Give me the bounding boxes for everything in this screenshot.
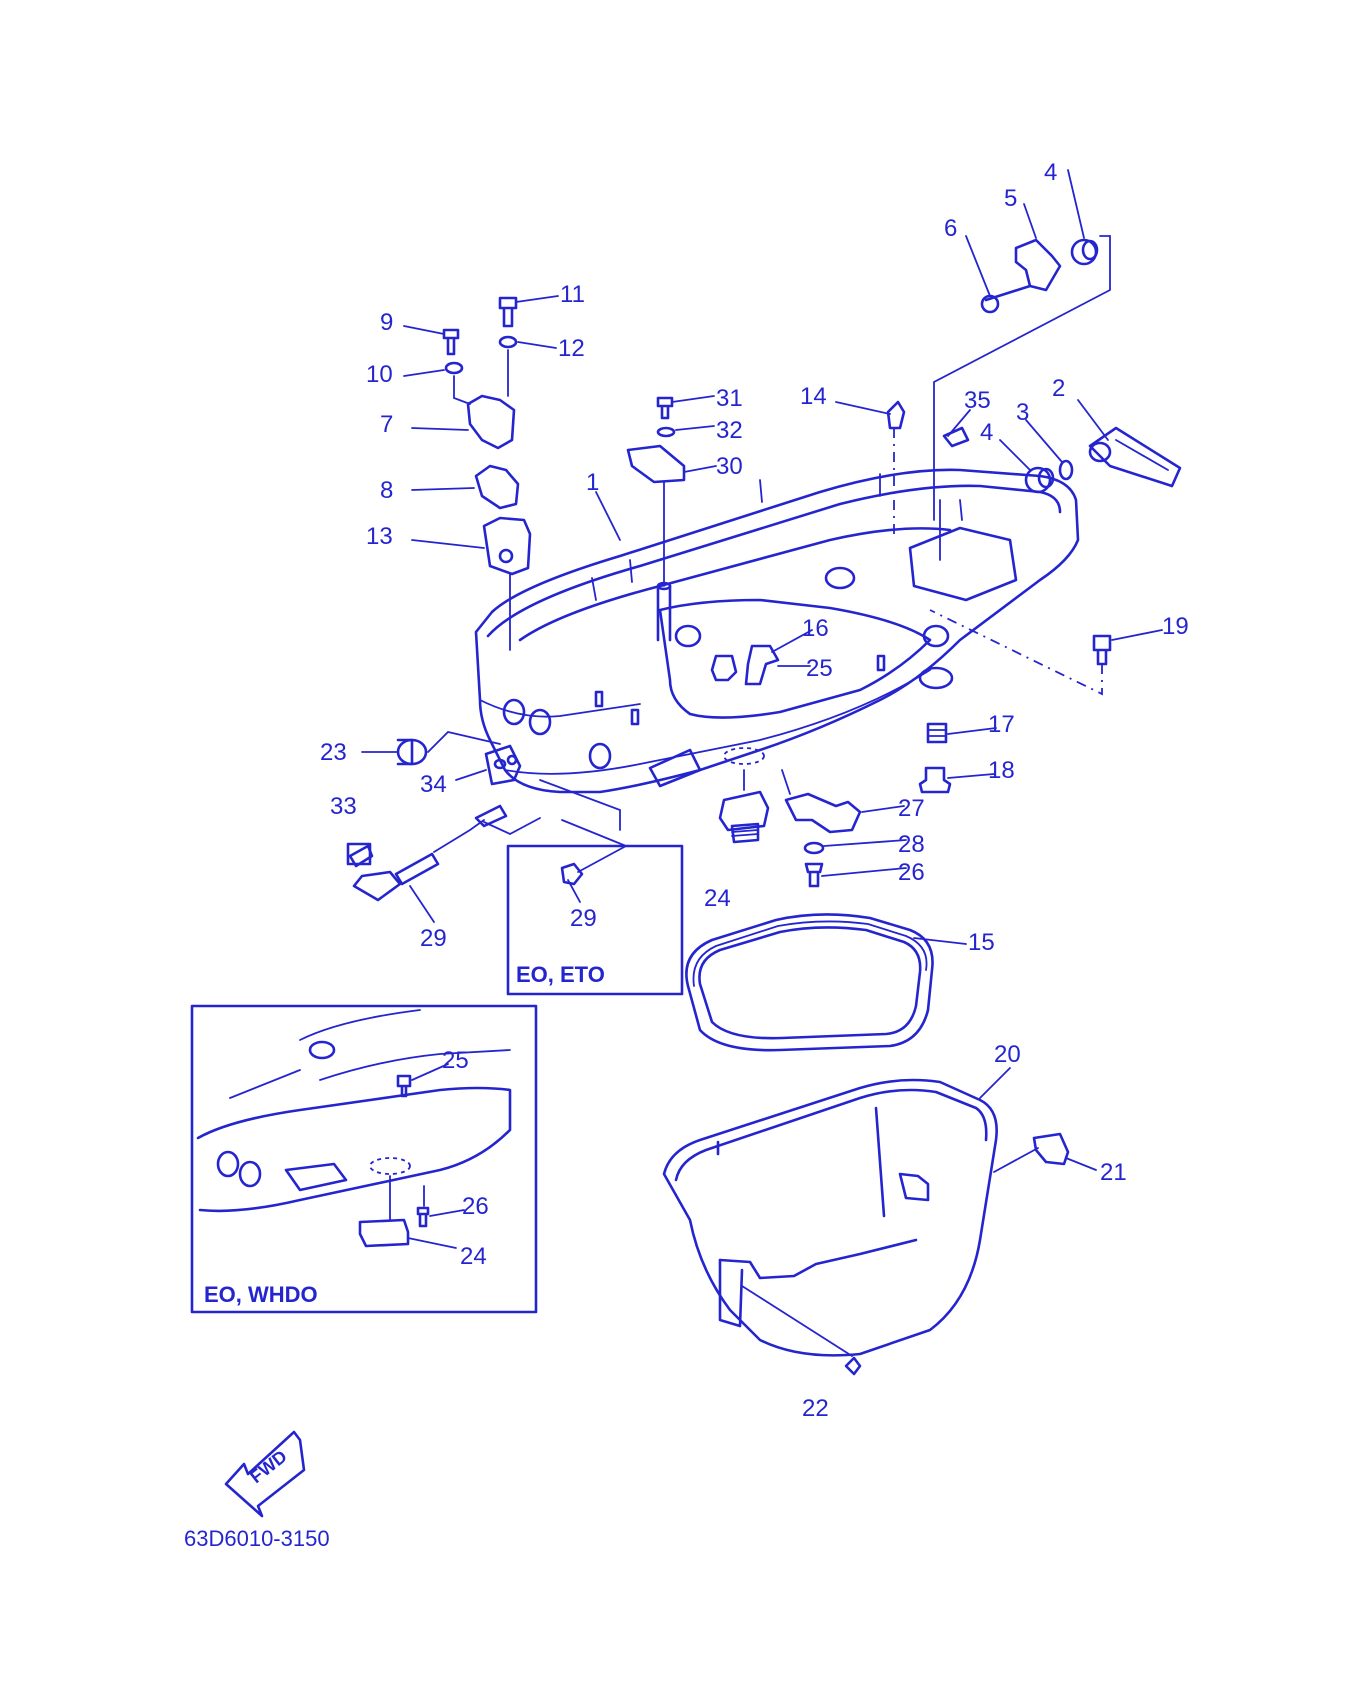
callout-2: 2	[1052, 375, 1065, 402]
callout-22: 22	[802, 1395, 829, 1422]
fasteners-16-25	[710, 644, 780, 686]
washer-3	[1058, 459, 1074, 481]
callout-14: 14	[800, 383, 827, 410]
callout-24-inset: 24	[460, 1243, 487, 1270]
lower-cover-20	[662, 1078, 998, 1357]
right-fasteners	[918, 609, 1112, 794]
callout-5: 5	[1004, 185, 1017, 212]
left-bracket-assembly	[442, 296, 532, 651]
label-sticker-33	[346, 842, 372, 866]
callout-8: 8	[380, 477, 393, 504]
callout-29-inset: 29	[570, 905, 597, 932]
callout-26-inset: 26	[462, 1193, 489, 1220]
callout-31: 31	[716, 385, 743, 412]
callout-10: 10	[366, 361, 393, 388]
callout-6: 6	[944, 215, 957, 242]
callout-16: 16	[802, 615, 829, 642]
callout-34: 34	[420, 771, 447, 798]
rubber-seal-15	[685, 913, 934, 1052]
callout-35: 35	[964, 387, 991, 414]
callout-29-main: 29	[420, 925, 447, 952]
callout-3: 3	[1016, 399, 1029, 426]
callout-27: 27	[898, 795, 925, 822]
callout-28: 28	[898, 831, 925, 858]
inset-label-eo-whdo: EO, WHDO	[204, 1282, 318, 1307]
callout-15: 15	[968, 929, 995, 956]
callout-4-upper: 4	[1044, 159, 1057, 186]
handle-part	[1088, 426, 1182, 488]
callout-25-main: 25	[806, 655, 833, 682]
bracket-assembly-4-5-6	[933, 235, 1111, 521]
callout-7: 7	[380, 411, 393, 438]
callout-18: 18	[988, 757, 1015, 784]
callout-24-center: 24	[704, 885, 731, 912]
callout-25-inset: 25	[442, 1047, 469, 1074]
callout-30: 30	[716, 453, 743, 480]
callout-20: 20	[994, 1041, 1021, 1068]
inset-box-eo-eto	[506, 819, 684, 996]
grommet-4-lower	[1024, 466, 1055, 494]
clip-21	[993, 1132, 1070, 1173]
bottom-cowling	[474, 468, 1080, 794]
callout-17: 17	[988, 711, 1015, 738]
cable-assembly-29	[348, 779, 621, 902]
fwd-label: FWD	[246, 1446, 291, 1487]
part-code: 63D6010-3150	[184, 1526, 330, 1551]
callout-33: 33	[330, 793, 357, 820]
center-bottom-parts	[718, 769, 862, 888]
screw-22	[844, 1356, 862, 1376]
callout-labels: 1 2 3 4 4 5 6 7 8 9 10 11 12 13 14 15 16…	[320, 159, 1189, 1422]
callout-23: 23	[320, 739, 347, 766]
callout-1: 1	[586, 469, 599, 496]
fwd-arrow: FWD	[224, 1430, 306, 1518]
callout-19: 19	[1162, 613, 1189, 640]
callout-9: 9	[380, 309, 393, 336]
callout-4-lower: 4	[980, 419, 993, 446]
callout-12: 12	[558, 335, 585, 362]
inset-label-eo-eto: EO, ETO	[516, 962, 605, 987]
callout-21: 21	[1100, 1159, 1127, 1186]
leader-lines	[361, 169, 1163, 1249]
callout-26-main: 26	[898, 859, 925, 886]
left-plugs-23-34	[396, 731, 522, 786]
top-center-parts	[626, 396, 970, 587]
callout-32: 32	[716, 417, 743, 444]
callout-11: 11	[560, 281, 585, 308]
inset-box-eo-whdo	[190, 1004, 538, 1314]
callout-13: 13	[366, 523, 393, 550]
